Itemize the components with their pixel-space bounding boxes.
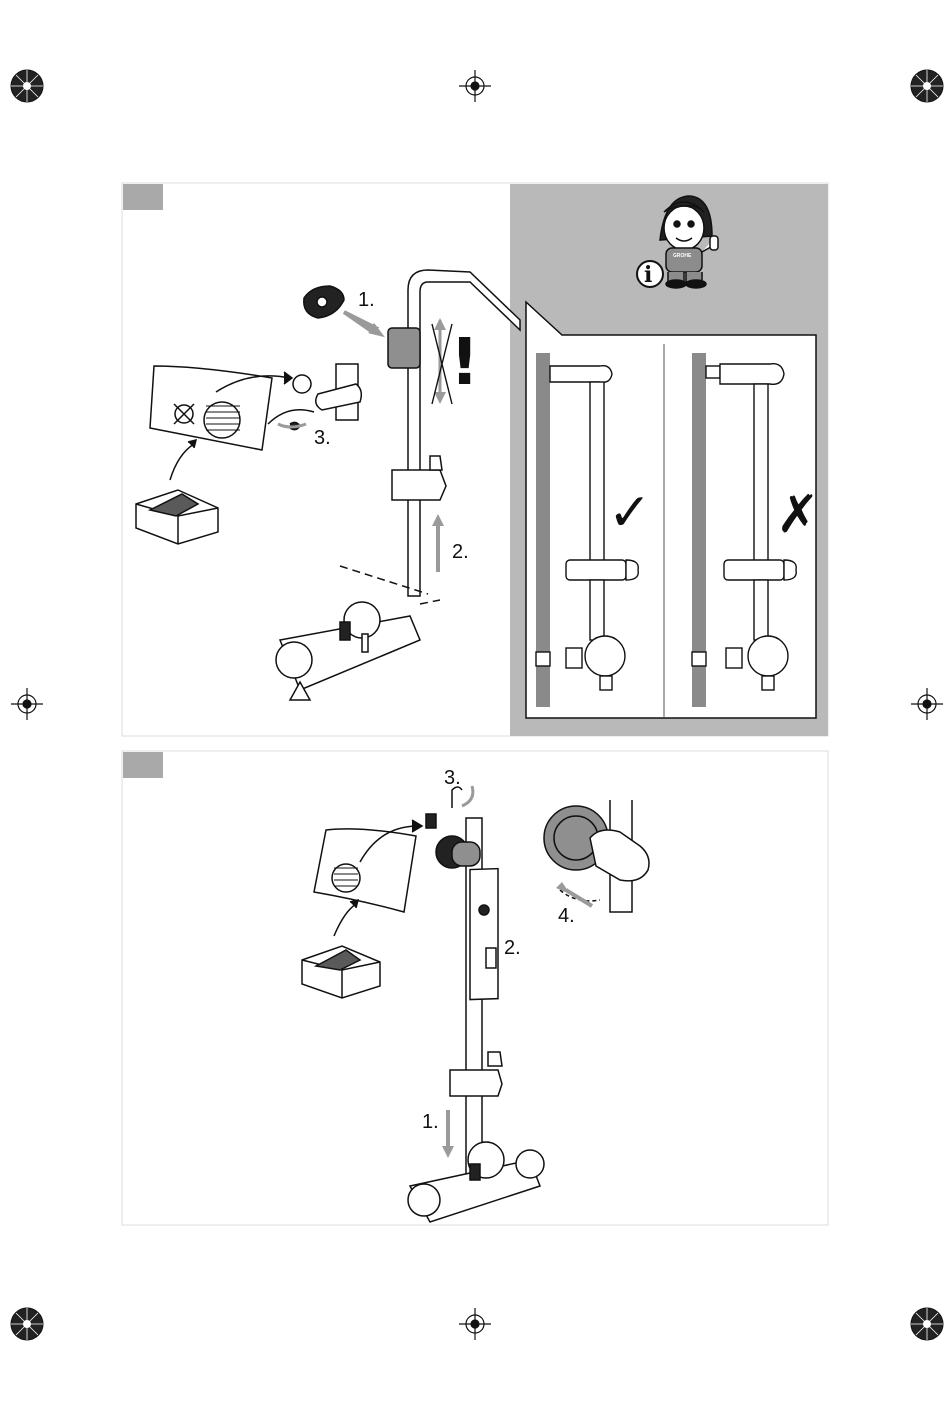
mascot-logo: GROHE (673, 253, 692, 259)
panel-bottom: 1. 2. 3. 4. (122, 751, 828, 1225)
step-label-top-1: 1. (358, 289, 375, 311)
info-icon: i (637, 261, 663, 288)
crosshair-top (459, 70, 491, 102)
crosshair-right (911, 688, 943, 720)
step-label-top-2: 2. (452, 541, 469, 563)
warning-mark: ! (450, 326, 479, 400)
rosette-bottom-left (11, 1308, 43, 1340)
crosshair-left (11, 688, 43, 720)
panel-top: GROHE i ✓ (122, 183, 828, 736)
step-label-bottom-3: 3. (444, 767, 461, 789)
panel-top-header-tab (123, 184, 163, 210)
correct-mark: ✓ (608, 483, 652, 543)
crosshair-bottom (459, 1308, 491, 1340)
wrong-mark: ✗ (776, 485, 820, 545)
rosette-top-right (911, 70, 943, 102)
step-label-bottom-4: 4. (558, 905, 575, 927)
step-label-bottom-1: 1. (422, 1111, 439, 1133)
rosette-bottom-right (911, 1308, 943, 1340)
info-symbol: i (644, 262, 652, 288)
rosette-top-left (11, 70, 43, 102)
step-label-bottom-2: 2. (504, 937, 521, 959)
panel-bottom-header-tab (123, 752, 163, 778)
step-label-top-3: 3. (314, 427, 331, 449)
